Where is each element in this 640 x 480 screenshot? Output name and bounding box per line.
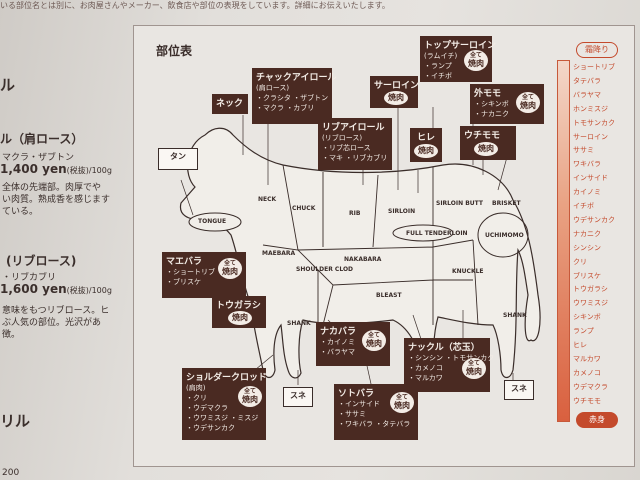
yakiniku-badge: 焼肉 <box>474 142 498 156</box>
cow-outline <box>179 127 541 379</box>
scale-item: ブリスケ <box>573 271 601 280</box>
cut-label-shank-left: SHANK <box>287 320 311 327</box>
scale-gradient-bar <box>557 60 570 422</box>
left-section1-sub: マクラ・ザブトン <box>2 153 75 163</box>
yakiniku-badge: 焼肉 <box>414 144 438 158</box>
yakiniku-badge: 全て焼肉 <box>362 330 386 351</box>
tag-top-sirloin: トップサーロイン (ラムイチ) ・ランプ ・イチボ 全て焼肉 <box>420 36 496 82</box>
tag-inner-round: ウチモモ 焼肉 <box>460 126 516 160</box>
scale-item: シンシン <box>573 243 601 252</box>
yakiniku-badge: 全て焼肉 <box>462 358 486 379</box>
yakiniku-badge: 焼肉 <box>384 91 408 105</box>
scale-item: ワキバラ <box>573 160 601 169</box>
cut-label-nakabara: NAKABARA <box>344 256 382 263</box>
tag-togarashi: トウガラシ 焼肉 <box>212 296 266 328</box>
scale-item: ササミ <box>573 146 594 155</box>
left-section1-desc-2: い肉質。熟成香を感じます <box>2 195 111 205</box>
marbling-scale: 霜降り ショートリブタテバラバラヤマホンミスジトモサンカクサーロインササミワキバ… <box>547 38 627 468</box>
cut-label-brisket: BRISKET <box>492 200 521 207</box>
tag-shin-right: スネ <box>504 380 534 400</box>
left-section2-desc-2: ぶ人気の部位。光沢があ <box>2 318 102 328</box>
tag-nakabara: ナカバラ ・カイノミ ・バラヤマ 全て焼肉 <box>316 322 390 366</box>
scale-item: クリ <box>573 257 587 266</box>
cut-label-uchimomo: UCHIMOMO <box>485 232 524 239</box>
tag-fillet: ヒレ 焼肉 <box>410 128 442 162</box>
scale-item: カメノコ <box>573 368 601 377</box>
cut-label-shank-right: SHANK <box>503 312 527 319</box>
scale-item: インサイド <box>573 174 608 183</box>
yakiniku-badge: 全て焼肉 <box>218 258 242 279</box>
scale-item: ウワミスジ <box>573 299 608 308</box>
scale-item: ヒレ <box>573 341 587 349</box>
tag-maebara: マエバラ ・ショートリブ ・ブリスケ 全て焼肉 <box>162 252 246 298</box>
yakiniku-badge: 全て焼肉 <box>464 50 488 71</box>
tag-outer-round: 外モモ ・シキンボ ・ナカニク 全て焼肉 <box>470 84 544 124</box>
tag-chuck-roll: チャックアイロール (肩ロース) ・クラシタ ・ザブトン ・マクラ ・カブリ <box>252 68 336 124</box>
left-section2-desc-3: 徴。 <box>2 330 21 340</box>
left-bottom-number: 200 <box>2 468 20 478</box>
cut-label-rib: RIB <box>349 210 361 217</box>
left-section2-price: 1,600 yen(税抜)/100g <box>0 282 112 296</box>
left-section2-desc-1: 意味をもつリブロース。ヒ <box>2 306 110 316</box>
scale-top-pill: 霜降り <box>576 42 618 58</box>
scale-item: ナカニク <box>573 229 601 238</box>
uchimomo-shape <box>477 212 529 258</box>
tag-shin-left: スネ <box>283 387 313 407</box>
cut-label-chuck: CHUCK <box>292 205 316 212</box>
left-heading-2: リル <box>0 412 31 430</box>
cut-lines <box>262 164 479 326</box>
scale-item: サーロイン <box>573 132 608 141</box>
left-section1-price: 1,400 yen(税抜)/100g <box>0 162 112 176</box>
cut-label-full-tenderloin: FULL TENDERLOIN <box>406 230 468 237</box>
left-section2-title: (リブロース) <box>6 254 77 268</box>
left-section2-sub: ・リブカブリ <box>2 273 57 283</box>
left-section1-desc-3: ている。 <box>2 207 39 217</box>
yakiniku-badge: 全て焼肉 <box>238 386 262 407</box>
left-section1-desc-1: 全体の先端部。肉厚でや <box>2 183 102 193</box>
scale-item: ウデマクラ <box>573 382 608 391</box>
scale-item: シキンボ <box>573 313 601 322</box>
scale-item: ホンミスジ <box>573 104 608 113</box>
cut-label-shoulder-clod: SHOULDER CLOD <box>296 266 354 273</box>
cut-label-maebara: MAEBARA <box>262 250 296 257</box>
scale-item: ウチモモ <box>573 396 601 405</box>
cut-label-tongue: TONGUE <box>198 218 227 225</box>
cut-label-sirloin-butt: SIRLOIN BUTT <box>436 200 483 207</box>
scale-bottom-pill: 赤身 <box>576 412 618 428</box>
yakiniku-badge: 全て焼肉 <box>516 92 540 113</box>
cut-label-knuckle: KNUCKLE <box>452 268 484 275</box>
top-text: いる部位名とは別に、お肉屋さんやメーカー、飲食店や部位の表現をしています。詳細に… <box>0 1 390 10</box>
scale-item: イチボ <box>573 202 594 210</box>
chart-title: 部位表 <box>156 44 193 58</box>
tag-neck: ネック <box>212 94 248 114</box>
scale-item: カイノミ <box>573 188 601 197</box>
scale-item: ランプ <box>573 327 594 336</box>
scale-item: トウガラシ <box>573 285 608 294</box>
tag-tan: タン <box>158 148 198 170</box>
cut-label-bleast: BLEAST <box>376 292 402 299</box>
scale-item: ショートリブ <box>573 63 615 71</box>
scale-item: マルカワ <box>573 354 601 363</box>
scale-item: バラヤマ <box>573 90 601 99</box>
left-text-column: ル ル（肩ロース） マクラ・ザブトン 1,400 yen(税抜)/100g 全体… <box>0 12 132 480</box>
scale-item: トモサンカク <box>573 118 615 127</box>
tag-ribeye-roll: リブアイロール (リブロース) ・リブ芯ロース ・マキ ・リブカブリ <box>318 118 392 170</box>
yakiniku-badge: 全て焼肉 <box>390 392 414 413</box>
tag-shoulder-clod: ショルダークロッド (肩肉) ・クリ ・ウデマクラ ・ウワミスジ ・ミスジ ・ウ… <box>182 368 267 440</box>
tag-sotobara: ソトバラ ・インサイド ・ササミ ・ワキバラ ・タテバラ 全て焼肉 <box>334 384 418 440</box>
cut-label-neck: NECK <box>258 196 277 203</box>
tongue-shape <box>188 212 242 232</box>
scale-item: タテバラ <box>573 76 601 85</box>
tenderloin-shape <box>392 224 454 242</box>
tag-sirloin: サーロイン 焼肉 <box>370 76 419 108</box>
left-heading-1: ル <box>0 76 16 94</box>
yakiniku-badge: 焼肉 <box>228 311 252 325</box>
scale-item: ウデサンカク <box>573 215 615 224</box>
left-section1-title: ル（肩ロース） <box>0 132 84 146</box>
cut-label-sirloin: SIRLOIN <box>388 208 416 215</box>
